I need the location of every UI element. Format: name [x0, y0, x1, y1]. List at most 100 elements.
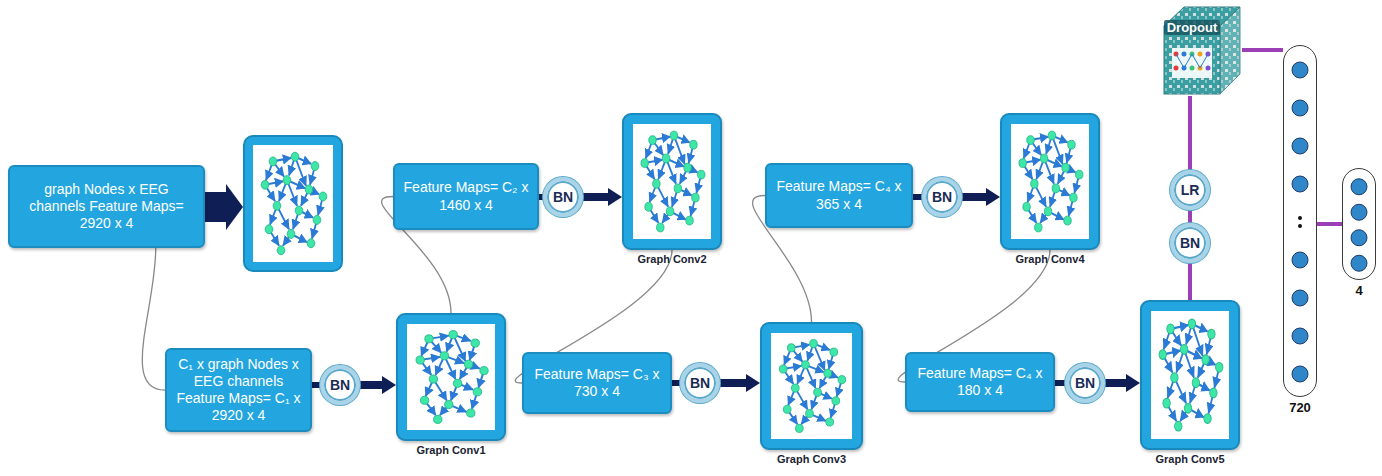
neuron — [1292, 252, 1308, 268]
layer-size: 720 — [1289, 400, 1311, 415]
block-frame — [244, 136, 342, 271]
graph-conv-block — [244, 136, 342, 271]
graph-icon-art — [633, 124, 711, 239]
neuron — [1292, 328, 1308, 344]
neuron — [1292, 176, 1308, 192]
graph-icon — [633, 124, 711, 239]
bn-label: BN — [553, 189, 573, 205]
connector — [360, 381, 386, 389]
bn-label: BN — [1075, 375, 1095, 391]
neuron — [1351, 179, 1367, 195]
bn-circle: BN — [1065, 363, 1105, 403]
neuron — [1292, 290, 1308, 306]
graph-icon — [1011, 124, 1089, 239]
bn-label: BN — [690, 375, 710, 391]
dense-layer: 4 — [1342, 168, 1376, 280]
bn-label: BN — [1180, 235, 1200, 251]
feature-map-box: Feature Maps= C₄ x 180 x 4 — [905, 352, 1055, 412]
feature-map-box: Feature Maps= C₃ x 730 x 4 — [522, 352, 672, 414]
dropout-cube: Dropout — [1160, 4, 1242, 96]
net-dot — [1206, 66, 1211, 71]
bn-circle: BN — [680, 363, 720, 403]
dense-layer: 720 — [1283, 45, 1317, 397]
connector — [1317, 222, 1342, 226]
connector — [583, 193, 612, 201]
neuron — [1292, 62, 1308, 78]
cube-side — [1220, 7, 1240, 94]
connector — [962, 193, 990, 201]
cube-inset — [1172, 48, 1212, 78]
layer-size: 4 — [1355, 283, 1362, 298]
bn-label: BN — [330, 377, 350, 393]
layer-caption: Graph Conv2 — [637, 253, 706, 265]
box-text: Feature Maps= C₄ x 180 x 4 — [915, 365, 1045, 399]
graph-conv-block: Graph Conv1 — [396, 313, 506, 441]
bn-circle: BN — [543, 177, 583, 217]
arrow-head — [226, 184, 243, 230]
box-text: C₁ x graph Nodes x EEG channels Feature … — [175, 356, 302, 424]
dropout-label: Dropout — [1164, 20, 1220, 35]
feature-map-box: graph Nodes x EEG channels Feature Maps=… — [8, 165, 205, 248]
box-text: Feature Maps= C₂ x 1460 x 4 — [403, 179, 529, 213]
graph-conv-block: Graph Conv5 — [1140, 300, 1240, 450]
layer-caption: Graph Conv5 — [1155, 453, 1224, 465]
neuron-column — [1284, 46, 1318, 398]
bn-label: BN — [932, 189, 952, 205]
neuron — [1292, 138, 1308, 154]
feature-map-box: Feature Maps= C₄ x 365 x 4 — [765, 163, 913, 228]
cube-art — [1160, 4, 1242, 96]
bn-circle: BN — [320, 365, 360, 405]
layer-caption: Graph Conv4 — [1015, 253, 1084, 265]
feature-map-box: C₁ x graph Nodes x EEG channels Feature … — [165, 348, 312, 432]
graph-icon — [1151, 311, 1229, 439]
bn-circle: BN — [922, 177, 962, 217]
net-dot — [1182, 52, 1187, 57]
bn-circle: BN — [1170, 223, 1210, 263]
connector — [1188, 263, 1192, 300]
neuron — [1351, 230, 1367, 246]
box-text: Feature Maps= C₄ x 365 x 4 — [775, 178, 903, 212]
cube-front — [1164, 26, 1220, 94]
layer-caption: Graph Conv1 — [416, 444, 485, 456]
bn-circle: LR — [1170, 170, 1210, 210]
graph-icon-art — [771, 333, 852, 439]
bn-label: LR — [1181, 182, 1200, 198]
connector — [1188, 96, 1192, 170]
layer-caption: Graph Conv3 — [777, 453, 846, 465]
connector — [312, 382, 320, 388]
graph-conv-block: Graph Conv2 — [622, 113, 722, 250]
net-dot — [1174, 52, 1179, 57]
arrow-body — [205, 192, 227, 222]
connector — [1055, 380, 1065, 386]
net-dot — [1190, 66, 1195, 71]
neuron — [1351, 255, 1367, 271]
connector — [720, 379, 750, 387]
connector — [1105, 379, 1130, 387]
neuron — [1292, 100, 1308, 116]
graph-icon — [407, 324, 495, 430]
neuron — [1292, 366, 1308, 382]
neuron — [1351, 204, 1367, 220]
graph-icon-art — [1151, 311, 1229, 439]
net-dot — [1198, 52, 1203, 57]
neuron-column — [1343, 169, 1377, 281]
input-arrow — [205, 184, 243, 230]
connector — [1242, 48, 1283, 52]
connector — [1188, 210, 1192, 223]
box-text: Feature Maps= C₃ x 730 x 4 — [532, 366, 662, 400]
ellipsis-dot — [1298, 216, 1302, 220]
graph-icon — [253, 145, 333, 262]
graph-conv-block: Graph Conv4 — [1000, 113, 1100, 250]
feature-map-box: Feature Maps= C₂ x 1460 x 4 — [393, 163, 539, 230]
ellipsis-dot — [1298, 224, 1302, 228]
graph-icon — [771, 333, 852, 439]
graph-icon-art — [407, 324, 495, 430]
connector — [913, 194, 922, 200]
net-dot — [1174, 66, 1179, 71]
connector — [672, 380, 680, 386]
box-text: graph Nodes x EEG channels Feature Maps=… — [18, 181, 195, 232]
net-links — [1176, 54, 1208, 68]
graph-icon-art — [1011, 124, 1089, 239]
